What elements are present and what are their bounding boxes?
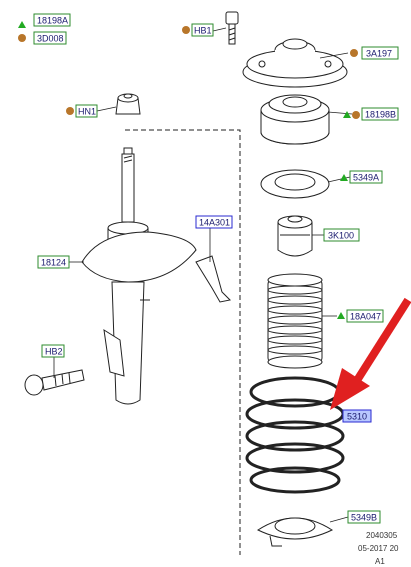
callout-label: 18A047: [350, 312, 381, 322]
callout-5310: 5310: [342, 409, 372, 423]
callout-label: 5349A: [353, 173, 379, 183]
stamp-line-1: 2040305: [366, 531, 398, 540]
callout-label: 3K100: [328, 231, 354, 241]
top-mount-part: [242, 38, 348, 88]
assembly-dashed-line: [125, 129, 241, 555]
stamp-line-2: 05-2017 20: [358, 544, 399, 553]
diagram-stamp: 2040305 05-2017 20 A1: [358, 531, 399, 566]
callout-label: 14A301: [199, 218, 230, 228]
red-arrow: [330, 297, 411, 410]
callout-hb2: HB2: [41, 344, 65, 358]
callout-hb1: HB1: [182, 23, 214, 37]
callout-label: 18198A: [37, 16, 68, 26]
callout-label: 18198B: [365, 110, 396, 120]
strut-body-part: [81, 147, 197, 405]
callout-18198b: 18198B: [343, 107, 399, 121]
callout-hn1: HN1: [66, 104, 98, 118]
bracket-14a301-part: [195, 255, 232, 303]
callout-label: 5310: [347, 412, 367, 422]
callout-18a047: 18A047: [337, 309, 384, 323]
bearing-part: [260, 94, 330, 145]
nut-hn1-part: [115, 93, 141, 115]
callout-label: HN1: [78, 107, 96, 117]
callout-14a301: 14A301: [195, 215, 233, 229]
bolt-hb2-part: [24, 369, 85, 396]
callout-label: HB1: [194, 26, 212, 36]
callout-5349b: 5349B: [347, 510, 381, 524]
lower-seat-part: [256, 517, 334, 547]
callout-label: HB2: [45, 347, 63, 357]
coil-spring-part: [245, 376, 345, 494]
callout-3d008: 3D008: [18, 31, 67, 45]
leader-lines: [53, 27, 353, 523]
callout-3k100: 3K100: [323, 228, 360, 242]
callout-label: 3D008: [37, 34, 64, 44]
callout-3a197: 3A197: [350, 46, 399, 60]
callout-5349a: 5349A: [340, 170, 383, 184]
callout-18198a: 18198A: [18, 13, 71, 28]
dust-boot-part: [267, 273, 323, 369]
bolt-hb1-part: [225, 11, 239, 45]
callout-label: 5349B: [351, 513, 377, 523]
upper-seat-part: [260, 169, 330, 199]
callout-label: 3A197: [366, 49, 392, 59]
stamp-line-3: A1: [375, 557, 385, 566]
bump-stop-part: [277, 215, 313, 257]
callout-label: 18124: [41, 258, 66, 268]
callout-18124: 18124: [37, 255, 70, 269]
